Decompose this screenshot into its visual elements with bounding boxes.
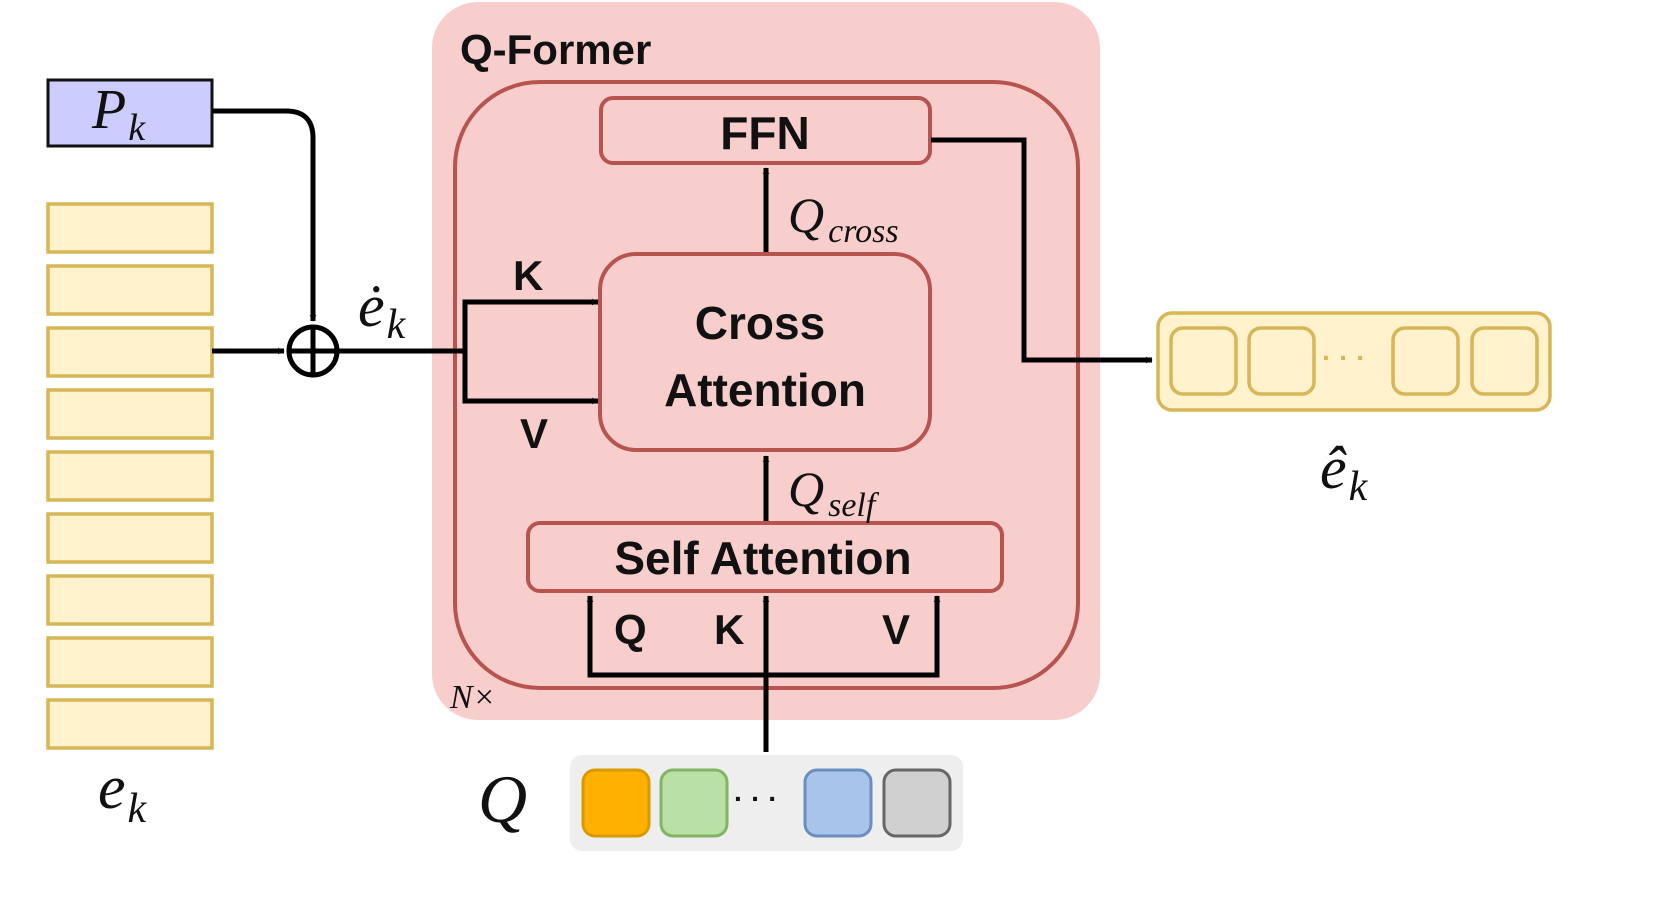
query-ellipsis: · · ·	[734, 783, 778, 814]
ffn-output-arrow	[931, 137, 1153, 364]
cross-k-label: K	[513, 252, 543, 299]
embedding-token	[46, 202, 214, 254]
v-input-arrow	[462, 351, 599, 405]
output-label: êk	[1320, 435, 1369, 510]
qformer-title: Q-Former	[460, 26, 651, 73]
add-operator-icon	[286, 324, 340, 378]
k-input-arrow	[462, 298, 599, 351]
repeat-label: N×	[449, 679, 496, 716]
self-v-label: V	[882, 606, 910, 653]
self-q-arrow	[586, 595, 766, 678]
cross-attention-label-line2: Attention	[664, 364, 866, 416]
output-token	[1391, 326, 1460, 396]
embedding-token-stack	[46, 202, 214, 750]
self-q-label: Q	[614, 606, 647, 653]
query-token-green	[659, 768, 729, 838]
embedding-token	[46, 450, 214, 502]
embedding-token	[46, 388, 214, 440]
self-attention-box	[526, 521, 1004, 593]
prompt-box	[46, 78, 214, 148]
query-token-blue	[803, 768, 873, 838]
output-token	[1169, 326, 1238, 396]
embedding-token	[46, 264, 214, 316]
output-ellipsis: · · ·	[1322, 342, 1366, 373]
query-token-gray	[882, 768, 952, 838]
cross-v-label: V	[520, 410, 548, 457]
queries-label: Q	[478, 761, 527, 837]
output-token	[1470, 326, 1539, 396]
cross-attention-box	[598, 252, 932, 452]
output-token	[1247, 326, 1316, 396]
embedding-label: ek	[98, 754, 148, 832]
embedding-token	[46, 512, 214, 564]
self-attention-label: Self Attention	[614, 532, 911, 584]
self-v-arrow	[766, 595, 941, 678]
self-k-label: K	[714, 606, 744, 653]
embedding-token	[46, 326, 214, 378]
query-token-orange	[581, 768, 651, 838]
ffn-box	[599, 96, 932, 165]
dot-embedding-label: ėk	[358, 273, 407, 348]
cross-attention-label-line1: Cross	[695, 297, 825, 349]
embedding-token	[46, 574, 214, 626]
embedding-token	[46, 698, 214, 750]
embedding-token	[46, 636, 214, 688]
prompt-label: Pk	[91, 79, 146, 149]
prompt-to-plus-arrow	[212, 108, 317, 322]
ffn-label: FFN	[720, 107, 809, 159]
